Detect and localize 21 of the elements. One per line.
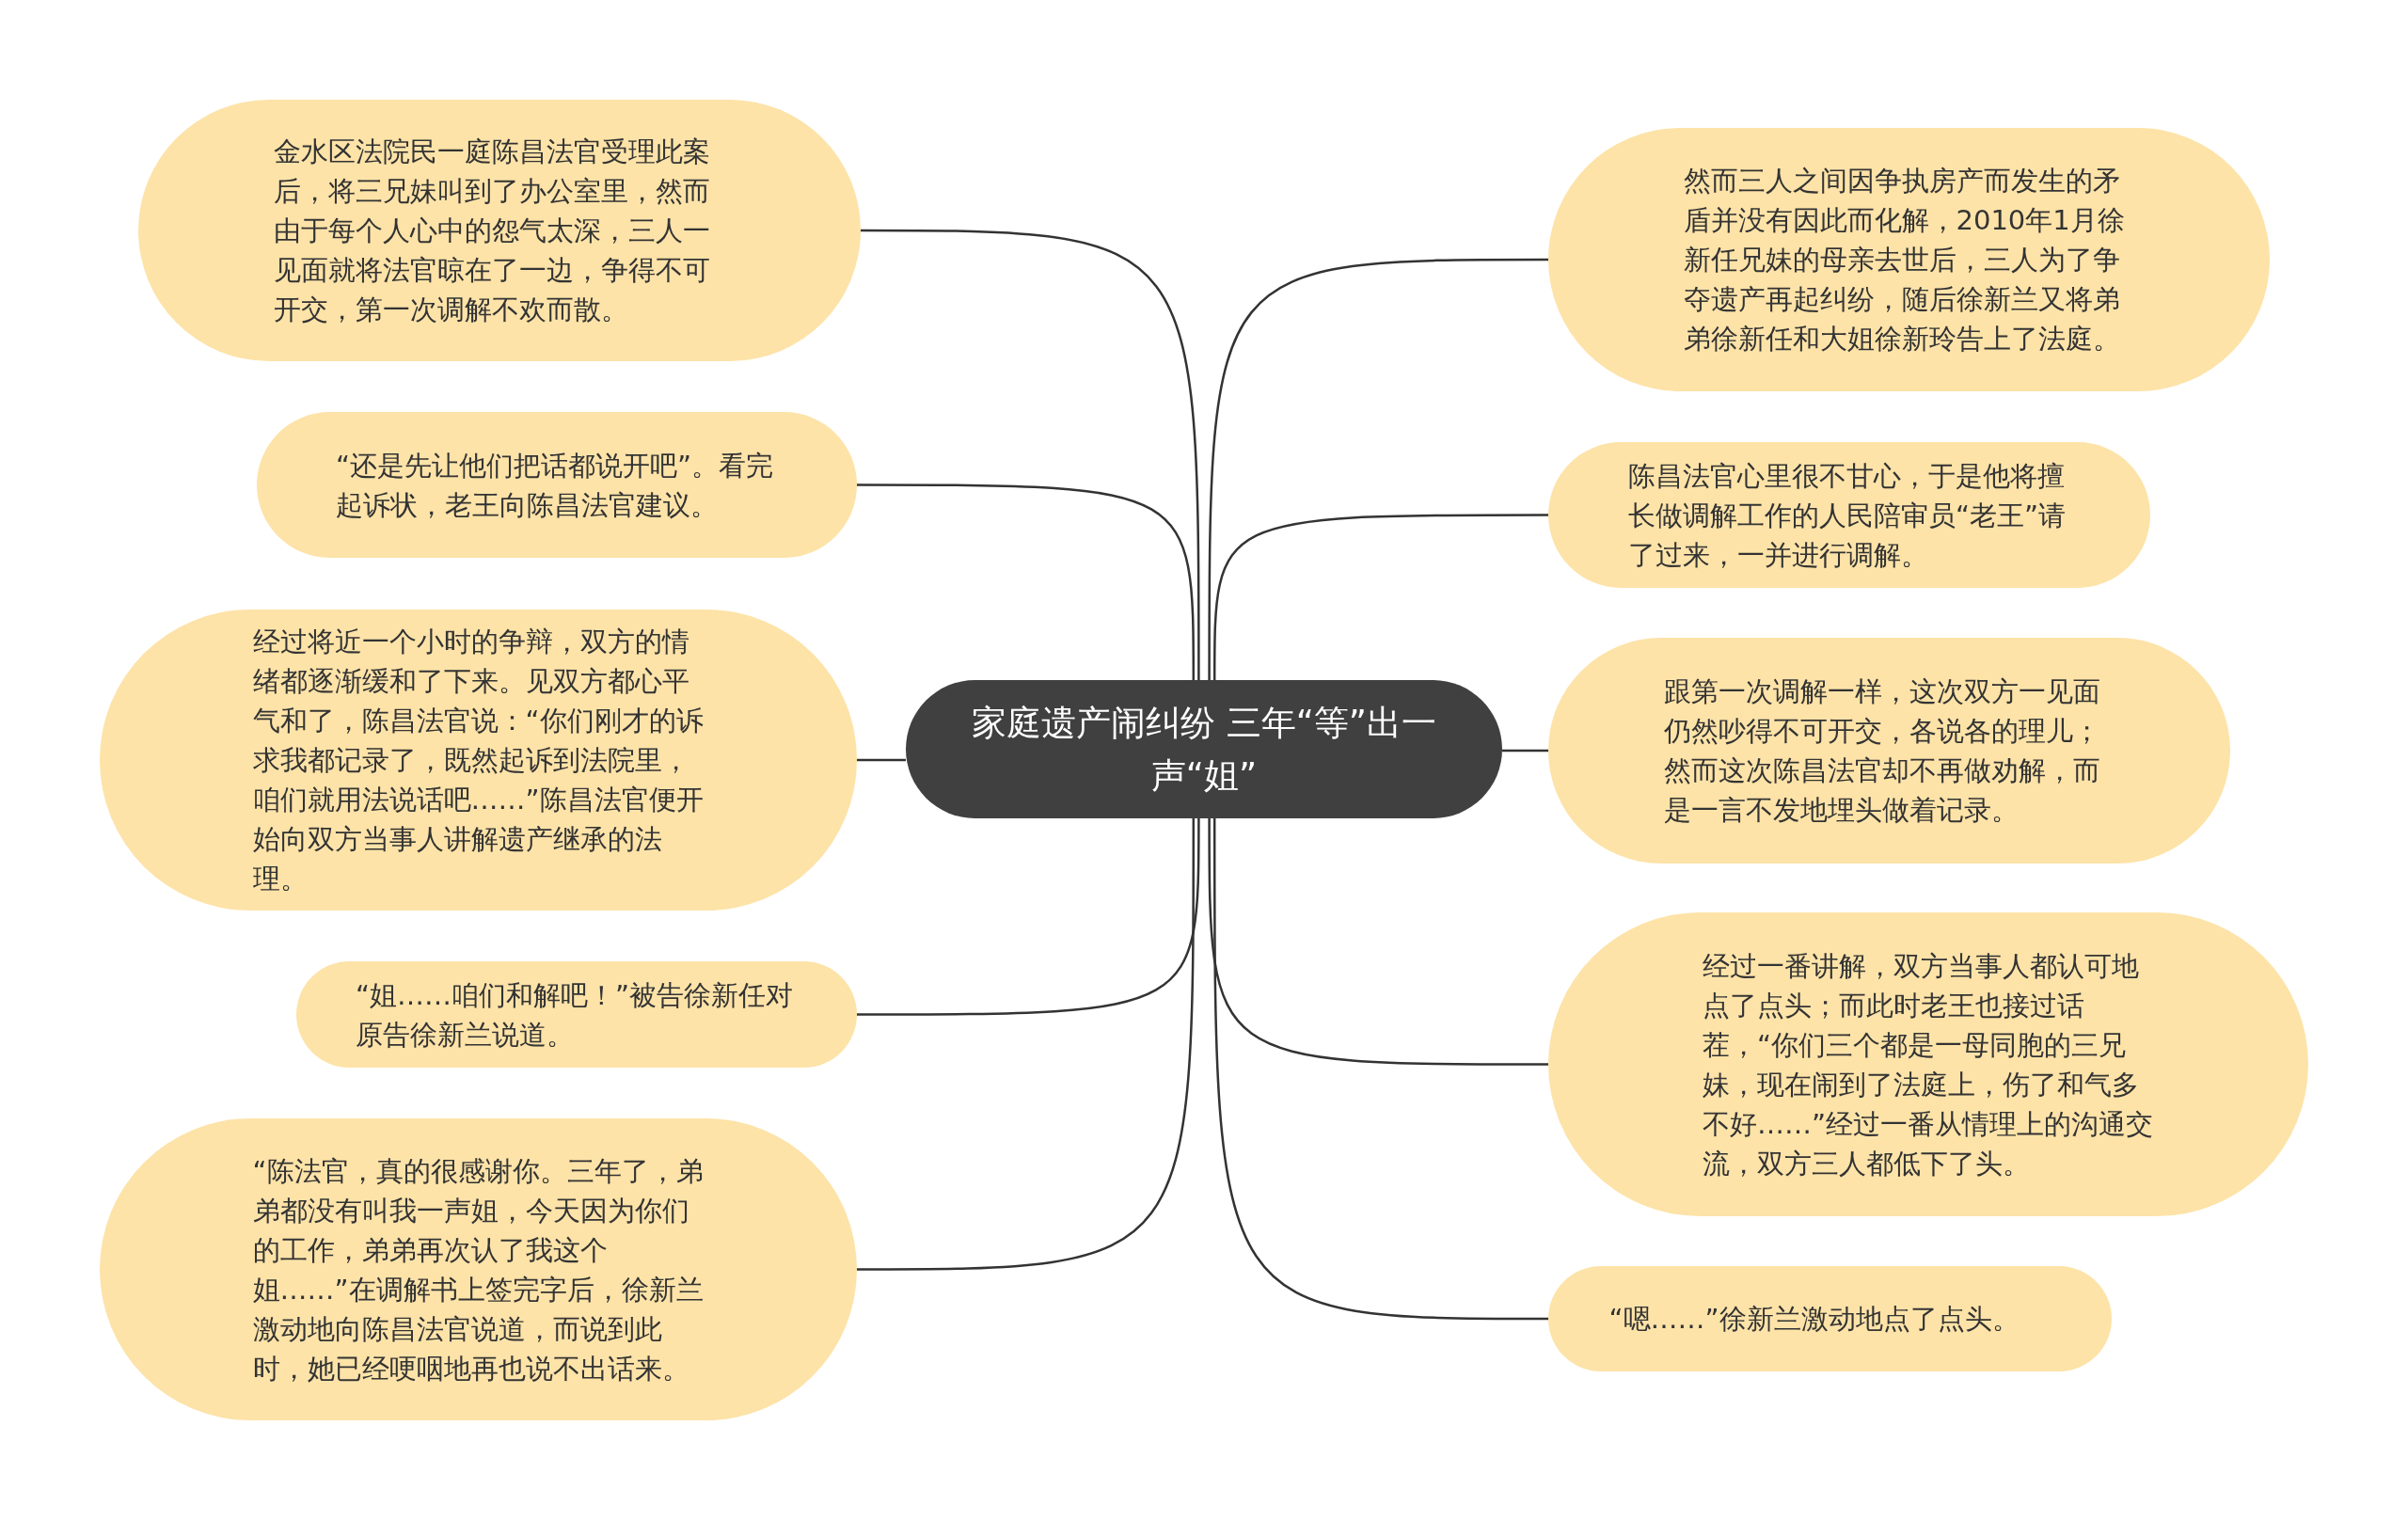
connector-line: [1208, 818, 1548, 1066]
connector-line: [1212, 818, 1548, 1321]
topic-text: 金水区法院民一庭陈昌法官受理此案后，将三兄妹叫到了办公室里，然而由于每个人心中的怨气太深，三人一见面就将法官晾在了一边，争得不可开交，第一次调解不欢而散。: [274, 135, 711, 327]
connector-line: [861, 229, 1200, 680]
central-topic: 家庭遗产闹纠纷 三年“等”出一声“姐”: [970, 701, 1438, 798]
topic-text: 经过将近一个小时的争辩，双方的情绪都逐渐缓和了下来。见双方都心平气和了，陈昌法官说：“你们刚才的诉求我都记录了，既然起诉到法院里，咱们就用法说话吧……”陈昌法官便开始向双方当事人讲解遗产继承的法理。: [252, 625, 705, 896]
connector-line: [1208, 258, 1548, 680]
connector-line: [857, 818, 1200, 1016]
topic-text: “姐……咱们和解吧！”被告徐新任对原告徐新兰说道。: [356, 977, 795, 1053]
connector-line: [857, 483, 1196, 680]
topic-text: 经过一番讲解，双方当事人都认可地点了点头；而此时老王也接过话茬，“你们三个都是一母同胞的三兄妹，现在闹到了法庭上，伤了和气多不好……”经过一番从情理上的沟通交流，双方三人都低下了头。: [1703, 948, 2154, 1181]
topic-text: 跟第一次调解一样，这次双方一见面仍然吵得不可开交，各说各的理儿；然而这次陈昌法官却不再做劝解，而是一言不发地埋头做着记录。: [1663, 674, 2101, 828]
connector-line: [857, 818, 1196, 1271]
connector-line: [1502, 749, 1548, 753]
topic-text: 陈昌法官心里很不甘心，于是他将擅长做调解工作的人民陪审员“老王”请了过来，一并进行调解。: [1628, 458, 2067, 573]
topic-text: “陈法官，真的很感谢你。三年了，弟弟都没有叫我一声姐，今天因为你们的工作，弟弟再次认了我这个姐……”在调解书上签完字后，徐新兰激动地向陈昌法官说道，而说到此时，她已经哽咽地再也说不出话来。: [252, 1153, 705, 1386]
connector-line: [1212, 514, 1548, 680]
topic-text: “还是先让他们把话都说开吧”。看完起诉状，老王向陈昌法官建议。: [336, 448, 775, 523]
topic-text: “嗯……”徐新兰激动地点了点头。: [1608, 1302, 2020, 1337]
topic-text: 然而三人之间因争执房产而发生的矛盾并没有因此而化解，2010年1月徐新任兄妹的母亲去世后，三人为了争夺遗产再起纠纷，随后徐新兰又将弟弟徐新任和大姐徐新玲告上了法庭。: [1683, 164, 2126, 356]
connector-line: [857, 758, 906, 762]
